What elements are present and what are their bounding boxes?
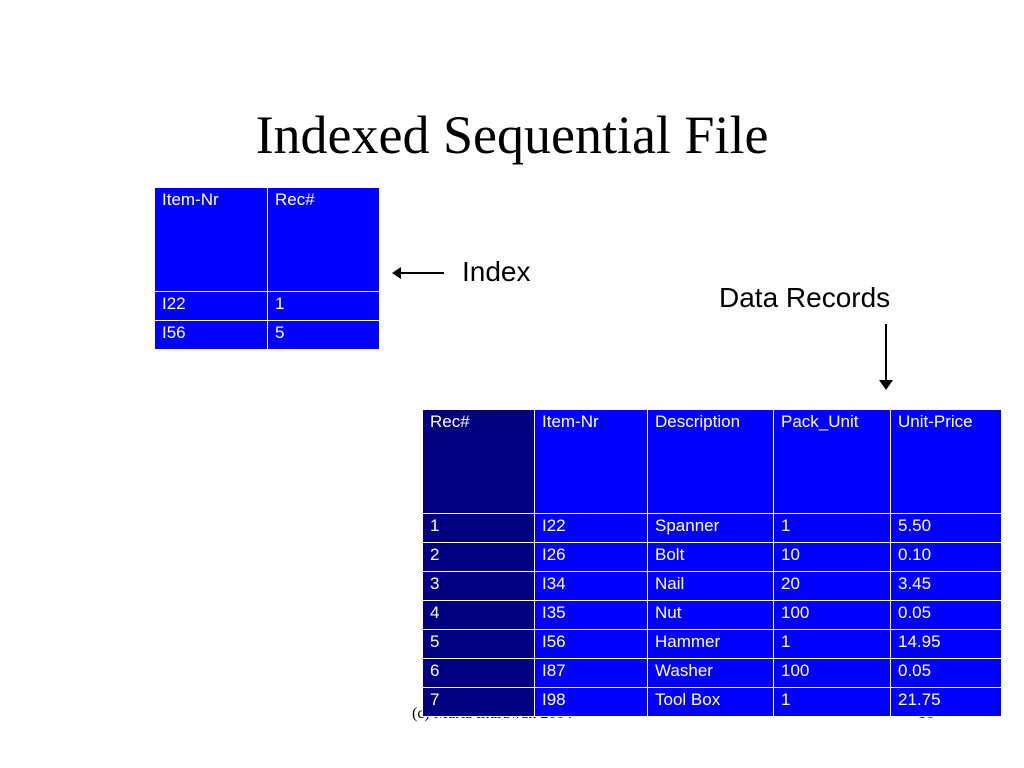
- table-row: 3 I34 Nail 20 3.45: [422, 571, 1002, 601]
- data-header-description: Description: [647, 409, 774, 514]
- data-cell: Spanner: [647, 513, 774, 543]
- data-cell: 1: [773, 629, 891, 659]
- data-cell: I35: [534, 600, 648, 630]
- index-table: Item-Nr Rec# I22 1 I56 5: [154, 187, 380, 350]
- data-cell: I22: [534, 513, 648, 543]
- data-cell: 5.50: [890, 513, 1002, 543]
- table-row: 6 I87 Washer 100 0.05: [422, 658, 1002, 688]
- index-header-item-nr: Item-Nr: [154, 187, 268, 292]
- table-row: 7 I98 Tool Box 1 21.75: [422, 687, 1002, 717]
- data-cell: 100: [773, 600, 891, 630]
- data-cell: 0.05: [890, 600, 1002, 630]
- table-row: I56 5: [154, 320, 380, 350]
- index-cell: I56: [154, 320, 268, 350]
- data-cell: 4: [422, 600, 535, 630]
- data-cell: I87: [534, 658, 648, 688]
- data-header-rec: Rec#: [422, 409, 535, 514]
- data-cell: Hammer: [647, 629, 774, 659]
- data-cell: Washer: [647, 658, 774, 688]
- data-cell: 3: [422, 571, 535, 601]
- data-cell: 21.75: [890, 687, 1002, 717]
- data-cell: 10: [773, 542, 891, 572]
- table-row: 2 I26 Bolt 10 0.10: [422, 542, 1002, 572]
- data-cell: 0.10: [890, 542, 1002, 572]
- data-cell: 1: [422, 513, 535, 543]
- slide-title: Indexed Sequential File: [255, 105, 769, 165]
- table-row: 1 I22 Spanner 1 5.50: [422, 513, 1002, 543]
- data-records-label: Data Records: [719, 282, 891, 313]
- data-cell: Nail: [647, 571, 774, 601]
- data-header-row: Rec# Item-Nr Description Pack_Unit Unit-…: [422, 409, 1002, 514]
- index-header-row: Item-Nr Rec#: [154, 187, 380, 292]
- data-cell: 14.95: [890, 629, 1002, 659]
- data-cell: 6: [422, 658, 535, 688]
- data-cell: 5: [422, 629, 535, 659]
- data-cell: 3.45: [890, 571, 1002, 601]
- table-row: I22 1: [154, 291, 380, 321]
- data-cell: Bolt: [647, 542, 774, 572]
- data-cell: 20: [773, 571, 891, 601]
- table-row: 5 I56 Hammer 1 14.95: [422, 629, 1002, 659]
- index-header-rec: Rec#: [267, 187, 380, 292]
- data-cell: 0.05: [890, 658, 1002, 688]
- data-cell: Nut: [647, 600, 774, 630]
- arrow-down-icon: [879, 324, 893, 390]
- data-records-table: Rec# Item-Nr Description Pack_Unit Unit-…: [422, 409, 1002, 717]
- data-cell: 100: [773, 658, 891, 688]
- data-cell: I26: [534, 542, 648, 572]
- table-row: 4 I35 Nut 100 0.05: [422, 600, 1002, 630]
- data-cell: I56: [534, 629, 648, 659]
- data-cell: 1: [773, 687, 891, 717]
- data-header-item-nr: Item-Nr: [534, 409, 648, 514]
- data-cell: I34: [534, 571, 648, 601]
- data-header-unit-price: Unit-Price: [890, 409, 1002, 514]
- data-cell: 1: [773, 513, 891, 543]
- index-cell: 5: [267, 320, 380, 350]
- data-cell: 2: [422, 542, 535, 572]
- data-cell: 7: [422, 687, 535, 717]
- arrow-left-icon: [392, 267, 444, 279]
- index-cell: 1: [267, 291, 380, 321]
- data-cell: Tool Box: [647, 687, 774, 717]
- data-cell: I98: [534, 687, 648, 717]
- data-header-pack-unit: Pack_Unit: [773, 409, 891, 514]
- index-cell: I22: [154, 291, 268, 321]
- index-label: Index: [462, 256, 531, 287]
